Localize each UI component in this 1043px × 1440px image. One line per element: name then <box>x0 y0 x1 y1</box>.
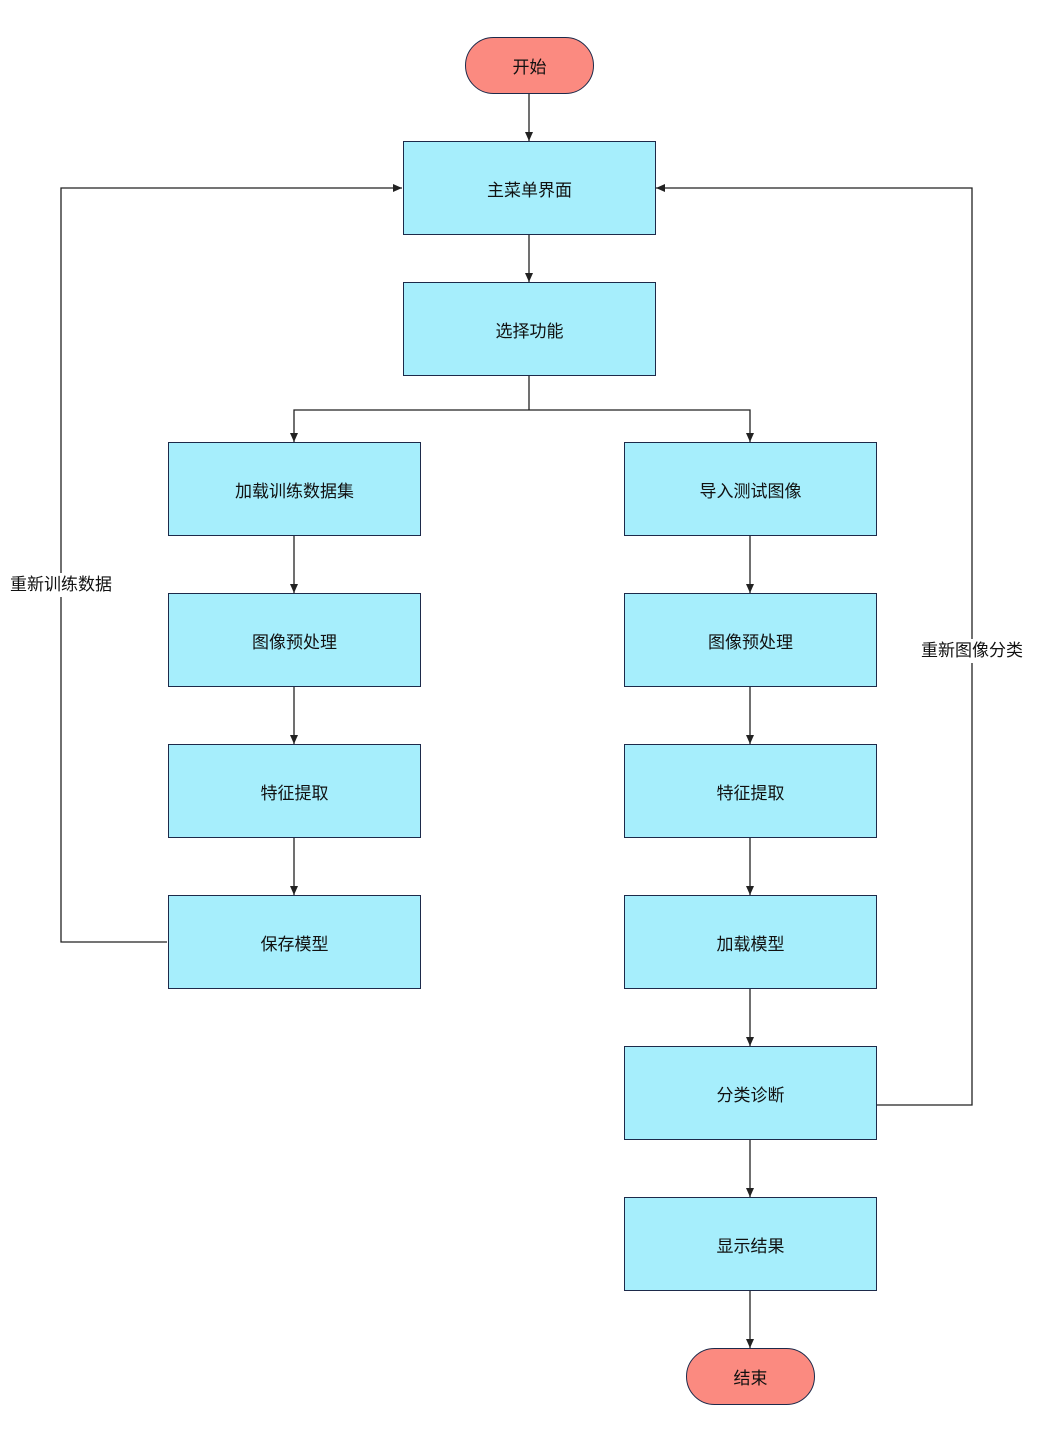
select-function-node: 选择功能 <box>403 282 656 376</box>
show-result-node: 显示结果 <box>624 1197 877 1291</box>
reclassify-loop-label: 重新图像分类 <box>920 639 1024 663</box>
feature-extract-right-node: 特征提取 <box>624 744 877 838</box>
import-test-image-node: 导入测试图像 <box>624 442 877 536</box>
start-terminal: 开始 <box>465 37 594 94</box>
main-menu-node: 主菜单界面 <box>403 141 656 235</box>
preprocess-right-node: 图像预处理 <box>624 593 877 687</box>
arrow-split-to-import-test <box>529 409 754 442</box>
save-model-node: 保存模型 <box>168 895 421 989</box>
retrain-loop-label: 重新训练数据 <box>9 573 113 597</box>
classify-diagnose-node: 分类诊断 <box>624 1046 877 1140</box>
load-model-node: 加载模型 <box>624 895 877 989</box>
end-terminal: 结束 <box>686 1348 815 1405</box>
arrow-split-to-load-training <box>290 409 529 442</box>
feature-extract-left-node: 特征提取 <box>168 744 421 838</box>
load-training-data-node: 加载训练数据集 <box>168 442 421 536</box>
preprocess-left-node: 图像预处理 <box>168 593 421 687</box>
loop-arrow-retrain <box>60 184 402 943</box>
